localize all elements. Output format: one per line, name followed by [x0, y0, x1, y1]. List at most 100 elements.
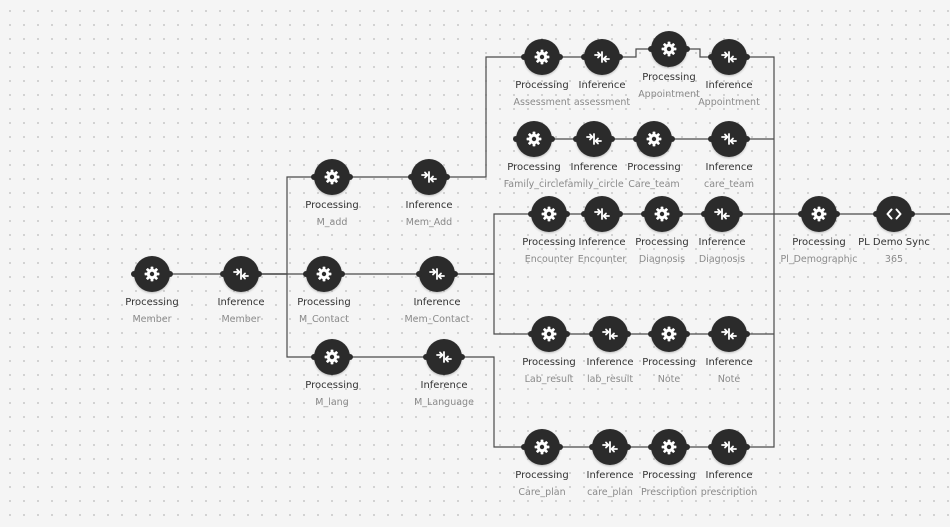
input-port[interactable] — [220, 271, 226, 277]
input-port[interactable] — [528, 331, 534, 337]
input-port[interactable] — [521, 444, 527, 450]
output-port[interactable] — [339, 271, 345, 277]
node-circle[interactable] — [528, 196, 570, 232]
input-port[interactable] — [708, 331, 714, 337]
node-circle[interactable] — [408, 159, 450, 195]
input-port[interactable] — [708, 54, 714, 60]
node-circle[interactable] — [423, 339, 465, 375]
output-port[interactable] — [452, 271, 458, 277]
node-circle[interactable] — [311, 339, 353, 375]
node-circle[interactable] — [708, 39, 750, 75]
output-port[interactable] — [564, 211, 570, 217]
output-port[interactable] — [347, 354, 353, 360]
node-circle[interactable] — [513, 121, 555, 157]
node-circle[interactable] — [220, 256, 262, 292]
output-port[interactable] — [557, 444, 563, 450]
node-circle[interactable] — [701, 196, 743, 232]
output-port[interactable] — [625, 444, 631, 450]
node-circle[interactable] — [416, 256, 458, 292]
input-port[interactable] — [589, 444, 595, 450]
output-port[interactable] — [909, 211, 915, 217]
input-port[interactable] — [873, 211, 879, 217]
output-port[interactable] — [677, 211, 683, 217]
output-port[interactable] — [744, 444, 750, 450]
input-port[interactable] — [581, 54, 587, 60]
input-port[interactable] — [303, 271, 309, 277]
input-port[interactable] — [311, 174, 317, 180]
node-circle[interactable] — [708, 121, 750, 157]
input-port[interactable] — [131, 271, 137, 277]
output-port[interactable] — [744, 331, 750, 337]
node-circle[interactable] — [528, 316, 570, 352]
node-circle[interactable] — [521, 429, 563, 465]
input-port[interactable] — [589, 331, 595, 337]
output-port[interactable] — [167, 271, 173, 277]
input-port[interactable] — [648, 46, 654, 52]
input-port[interactable] — [581, 211, 587, 217]
node-circle[interactable] — [131, 256, 173, 292]
node-circle[interactable] — [873, 196, 915, 232]
input-port[interactable] — [311, 354, 317, 360]
output-port[interactable] — [669, 136, 675, 142]
node-circle[interactable] — [303, 256, 345, 292]
output-port[interactable] — [609, 136, 615, 142]
node-circle[interactable] — [589, 316, 631, 352]
input-port[interactable] — [708, 444, 714, 450]
node-circle[interactable] — [581, 39, 623, 75]
input-port[interactable] — [708, 136, 714, 142]
input-port[interactable] — [641, 211, 647, 217]
output-port[interactable] — [347, 174, 353, 180]
input-port[interactable] — [408, 174, 414, 180]
input-port[interactable] — [528, 211, 534, 217]
node-circle[interactable] — [311, 159, 353, 195]
output-port[interactable] — [684, 46, 690, 52]
output-port[interactable] — [625, 331, 631, 337]
input-port[interactable] — [423, 354, 429, 360]
output-port[interactable] — [744, 136, 750, 142]
node-circle[interactable] — [708, 429, 750, 465]
output-port[interactable] — [549, 136, 555, 142]
node-circle[interactable] — [573, 121, 615, 157]
output-port[interactable] — [256, 271, 262, 277]
input-port[interactable] — [416, 271, 422, 277]
node-circle[interactable] — [633, 121, 675, 157]
node-circle[interactable] — [648, 31, 690, 67]
node-circle[interactable] — [648, 429, 690, 465]
output-port[interactable] — [444, 174, 450, 180]
node-circle[interactable] — [708, 316, 750, 352]
output-port[interactable] — [557, 54, 563, 60]
input-port[interactable] — [573, 136, 579, 142]
input-port[interactable] — [521, 54, 527, 60]
output-port[interactable] — [617, 211, 623, 217]
output-port[interactable] — [617, 54, 623, 60]
input-port[interactable] — [648, 444, 654, 450]
output-port[interactable] — [684, 331, 690, 337]
input-port[interactable] — [633, 136, 639, 142]
